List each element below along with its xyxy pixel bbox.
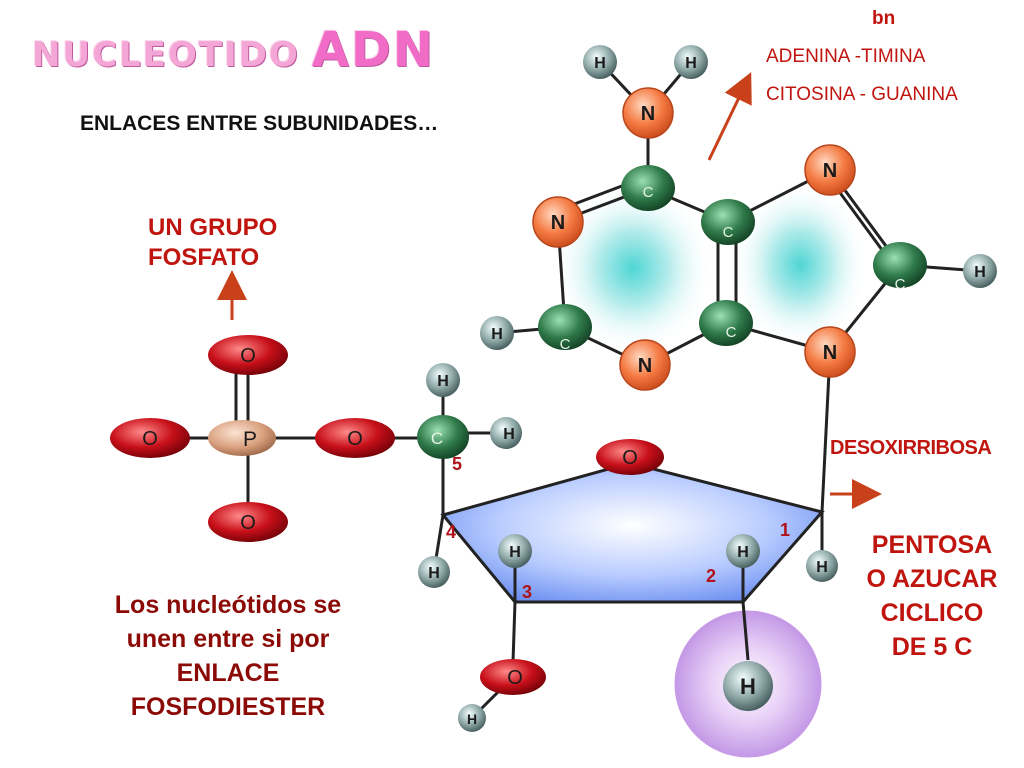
- pentose-label: PENTOSA O AZUCAR CICLICO DE 5 C: [842, 528, 1022, 664]
- pyrimidine-ring-shade: [553, 183, 713, 353]
- atom-label: O: [240, 345, 256, 367]
- imidazole-ring-shade: [732, 183, 868, 347]
- oxygen-atoms: O O O O O O: [110, 335, 664, 695]
- atom-label: H: [509, 544, 521, 561]
- carbon-number-3: 3: [522, 582, 532, 602]
- atom-label: N: [823, 342, 837, 364]
- atom-label: C: [895, 276, 906, 293]
- title-nucleotido: NUCLEOTIDO: [32, 35, 300, 75]
- atom-label: P: [243, 428, 257, 451]
- atom-label: C: [431, 429, 443, 448]
- deoxyribose-label: DESOXIRRIBOSA: [830, 437, 992, 459]
- atom-label: H: [437, 373, 449, 390]
- phosphate-label-line1: UN GRUPO: [148, 214, 278, 241]
- base-pair-adenine-thymine: ADENINA -TIMINA: [766, 46, 926, 67]
- atom-label: H: [491, 326, 503, 343]
- carbon-number-2: 2: [706, 566, 716, 586]
- pentose-line-3: CICLICO: [880, 599, 984, 627]
- carbon-number-5: 5: [452, 454, 462, 474]
- carbon-number-4: 4: [446, 522, 456, 542]
- atom-label: H: [737, 544, 749, 561]
- atom-label: H: [467, 711, 477, 727]
- phosphate-label-line2: FOSFATO: [148, 244, 260, 271]
- atom-label: H: [685, 55, 697, 72]
- base-arrow: [707, 72, 752, 161]
- title-adn: ADN: [311, 22, 435, 78]
- atom-label: O: [507, 667, 523, 689]
- atom-label: H: [740, 674, 756, 699]
- atom-label: N: [638, 355, 652, 377]
- atom-label: N: [823, 160, 837, 182]
- phosphorus-atom: [208, 420, 276, 456]
- bn-label: bn: [872, 8, 896, 29]
- nitrogen-atoms: N N N N N: [532, 87, 856, 391]
- subtitle: ENLACES ENTRE SUBUNIDADES…: [80, 112, 439, 135]
- union-line-3: ENLACE: [176, 659, 280, 687]
- pentose-line-2: O AZUCAR: [866, 565, 998, 593]
- phosphodiester-note: Los nucleótidos se unen entre si por ENL…: [68, 588, 388, 724]
- atom-label: O: [240, 512, 256, 534]
- atom-label: C: [723, 224, 734, 241]
- union-line-1: Los nucleótidos se: [114, 591, 342, 619]
- bonds: [146, 60, 981, 714]
- hydrogen-atoms: H H H H H H H H H H H H: [418, 45, 997, 732]
- atom-label: O: [142, 428, 158, 450]
- base-pair-cytosine-guanine: CITOSINA - GUANINA: [766, 84, 958, 105]
- atom-label: N: [551, 212, 565, 234]
- atom-label: O: [622, 447, 638, 469]
- atom-label: O: [347, 428, 363, 450]
- atom-label: C: [726, 324, 737, 341]
- union-line-4: FOSFODIESTER: [130, 693, 326, 721]
- carbon-number-1: 1: [780, 520, 790, 540]
- pentose-line-1: PENTOSA: [871, 531, 993, 559]
- carbon-atoms: C C C C C C: [417, 165, 927, 459]
- atom-label: C: [643, 184, 654, 201]
- atom-label: N: [641, 103, 655, 125]
- atom-label: H: [503, 426, 515, 443]
- union-line-2: unen entre si por: [126, 625, 330, 653]
- atom-label: H: [974, 264, 986, 281]
- pentose-ring: [440, 461, 825, 604]
- pentose-line-4: DE 5 C: [891, 633, 973, 661]
- atom-label: C: [560, 336, 571, 353]
- atom-label: H: [594, 55, 606, 72]
- atom-label: H: [428, 565, 440, 582]
- page-title: NUCLEOTIDO ADN: [32, 22, 435, 78]
- atom-label: H: [816, 559, 828, 576]
- carbon-numbers: 1 2 3 4 5: [446, 454, 790, 602]
- phosphate-group-label: UN GRUPO FOSFATO: [148, 213, 348, 273]
